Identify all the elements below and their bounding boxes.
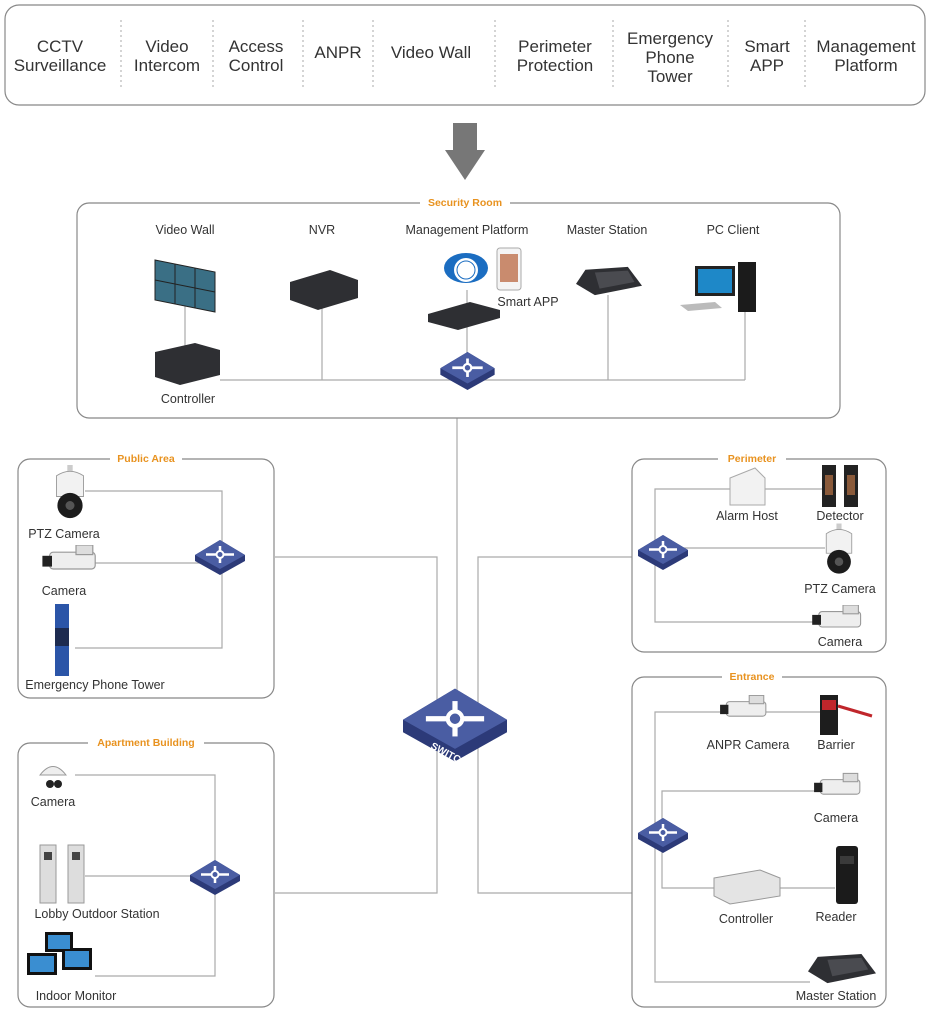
category-anpr: ANPR <box>314 43 361 62</box>
category-dividers <box>120 20 806 90</box>
pc-client-icon <box>680 262 756 312</box>
label-alarm-host: Alarm Host <box>716 509 778 523</box>
category-bar <box>4 4 926 106</box>
perimeter-title: Perimeter <box>728 453 776 465</box>
label-lobby-outdoor-station: Lobby Outdoor Station <box>34 907 159 921</box>
video-wall-icon <box>154 259 216 313</box>
label-reader: Reader <box>816 910 857 924</box>
entrance-title: Entrance <box>730 671 775 683</box>
label-master-station: Master Station <box>567 223 648 237</box>
alarm-host-icon <box>729 467 766 506</box>
core-switch-icon: SWITCH <box>403 689 507 769</box>
label-pc-client: PC Client <box>707 223 760 237</box>
public-area-title: Public Area <box>117 453 175 465</box>
down-arrow-icon <box>445 123 485 180</box>
label-master-station: Master Station <box>796 989 877 1003</box>
category-video-wall: Video Wall <box>391 43 471 62</box>
label-management-platform: Management Platform <box>406 223 529 237</box>
network-links <box>275 418 632 894</box>
label-indoor-monitor: Indoor Monitor <box>36 989 117 1003</box>
label-video-wall: Video Wall <box>155 223 214 237</box>
platform-server-icon <box>428 302 500 330</box>
card-reader-icon <box>836 846 858 904</box>
emergency-phone-tower-icon <box>55 604 69 676</box>
lobby-outdoor-station-icon <box>39 844 85 904</box>
label-camera: Camera <box>814 811 859 825</box>
label-controller: Controller <box>161 392 215 406</box>
controller-icon <box>155 343 220 385</box>
indoor-monitor-icon <box>27 932 92 975</box>
label-nvr: NVR <box>309 223 335 237</box>
label-barrier: Barrier <box>817 738 855 752</box>
label-detector: Detector <box>816 509 863 523</box>
detector-icon <box>822 465 858 507</box>
label-ptz-camera: PTZ Camera <box>28 527 100 541</box>
label-emergency-phone-tower: Emergency Phone Tower <box>25 678 164 692</box>
barrier-icon <box>820 695 873 735</box>
security-room-title: Security Room <box>428 197 502 209</box>
smart-app-phone-icon <box>496 247 522 291</box>
label-camera: Camera <box>42 584 87 598</box>
label-anpr-camera: ANPR Camera <box>707 738 790 752</box>
apartment-building-title: Apartment Building <box>97 737 194 749</box>
cloud-platform-icon <box>444 253 488 283</box>
dome-camera-icon <box>38 766 68 788</box>
label-camera: Camera <box>818 635 863 649</box>
label-smart-app: Smart APP <box>497 295 558 309</box>
label-camera: Camera <box>31 795 76 809</box>
label-controller: Controller <box>719 912 773 926</box>
nvr-icon <box>290 270 358 310</box>
access-controller-icon <box>713 869 781 905</box>
label-ptz-camera: PTZ Camera <box>804 582 876 596</box>
